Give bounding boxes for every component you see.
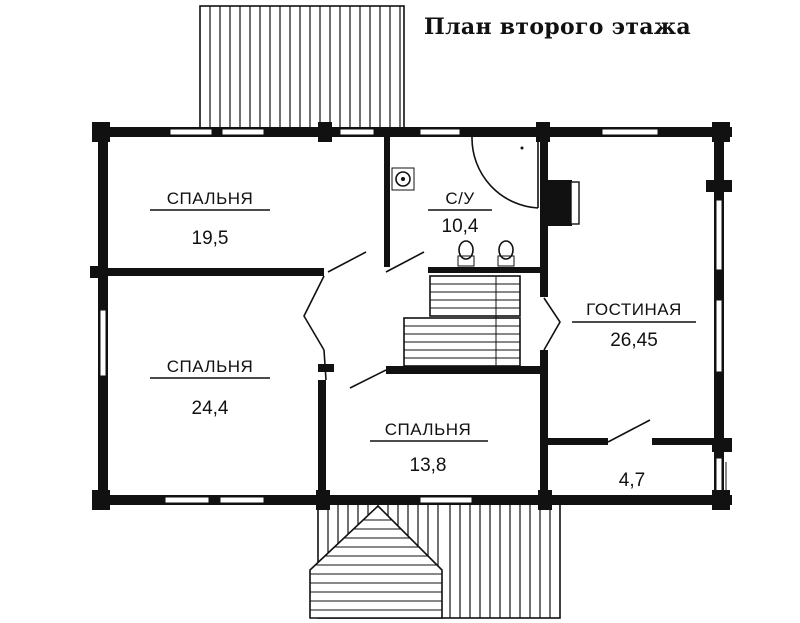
room-bedroom3-label: СПАЛЬНЯ 13,8: [370, 420, 488, 476]
room-area: 26,45: [610, 330, 658, 351]
interior-walls: [98, 127, 720, 500]
entry-stairs: [309, 504, 443, 619]
room-area: 10,4: [442, 216, 479, 237]
room-bedroom1-label: СПАЛЬНЯ 19,5: [150, 189, 270, 249]
room-name: С/У: [445, 189, 474, 208]
hall-bay: [303, 275, 561, 381]
sink-icon: [391, 167, 415, 191]
toilet-icon: [457, 240, 475, 267]
top-balcony: [199, 5, 405, 131]
room-bedroom2-label: СПАЛЬНЯ 24,4: [150, 357, 270, 419]
room-area: 19,5: [192, 228, 229, 249]
room-name: СПАЛЬНЯ: [167, 189, 254, 208]
room-area: 4,7: [619, 470, 645, 491]
plan-title: План второго этажа: [424, 14, 691, 40]
doors: [327, 136, 651, 443]
room-name: СПАЛЬНЯ: [167, 357, 254, 376]
toilet-icon: [497, 240, 515, 267]
room-living-label: ГОСТИНАЯ 26,45: [572, 300, 696, 351]
windows: [99, 128, 723, 504]
room-area: 13,8: [410, 455, 447, 476]
room-small-label: 4,7: [619, 470, 645, 491]
room-area: 24,4: [192, 398, 229, 419]
room-bathroom-label: С/У 10,4: [428, 189, 492, 237]
room-name: СПАЛЬНЯ: [385, 420, 472, 439]
bathroom-fixtures: [391, 146, 524, 267]
room-name: ГОСТИНАЯ: [586, 300, 682, 319]
inner-stairs: [403, 275, 521, 367]
